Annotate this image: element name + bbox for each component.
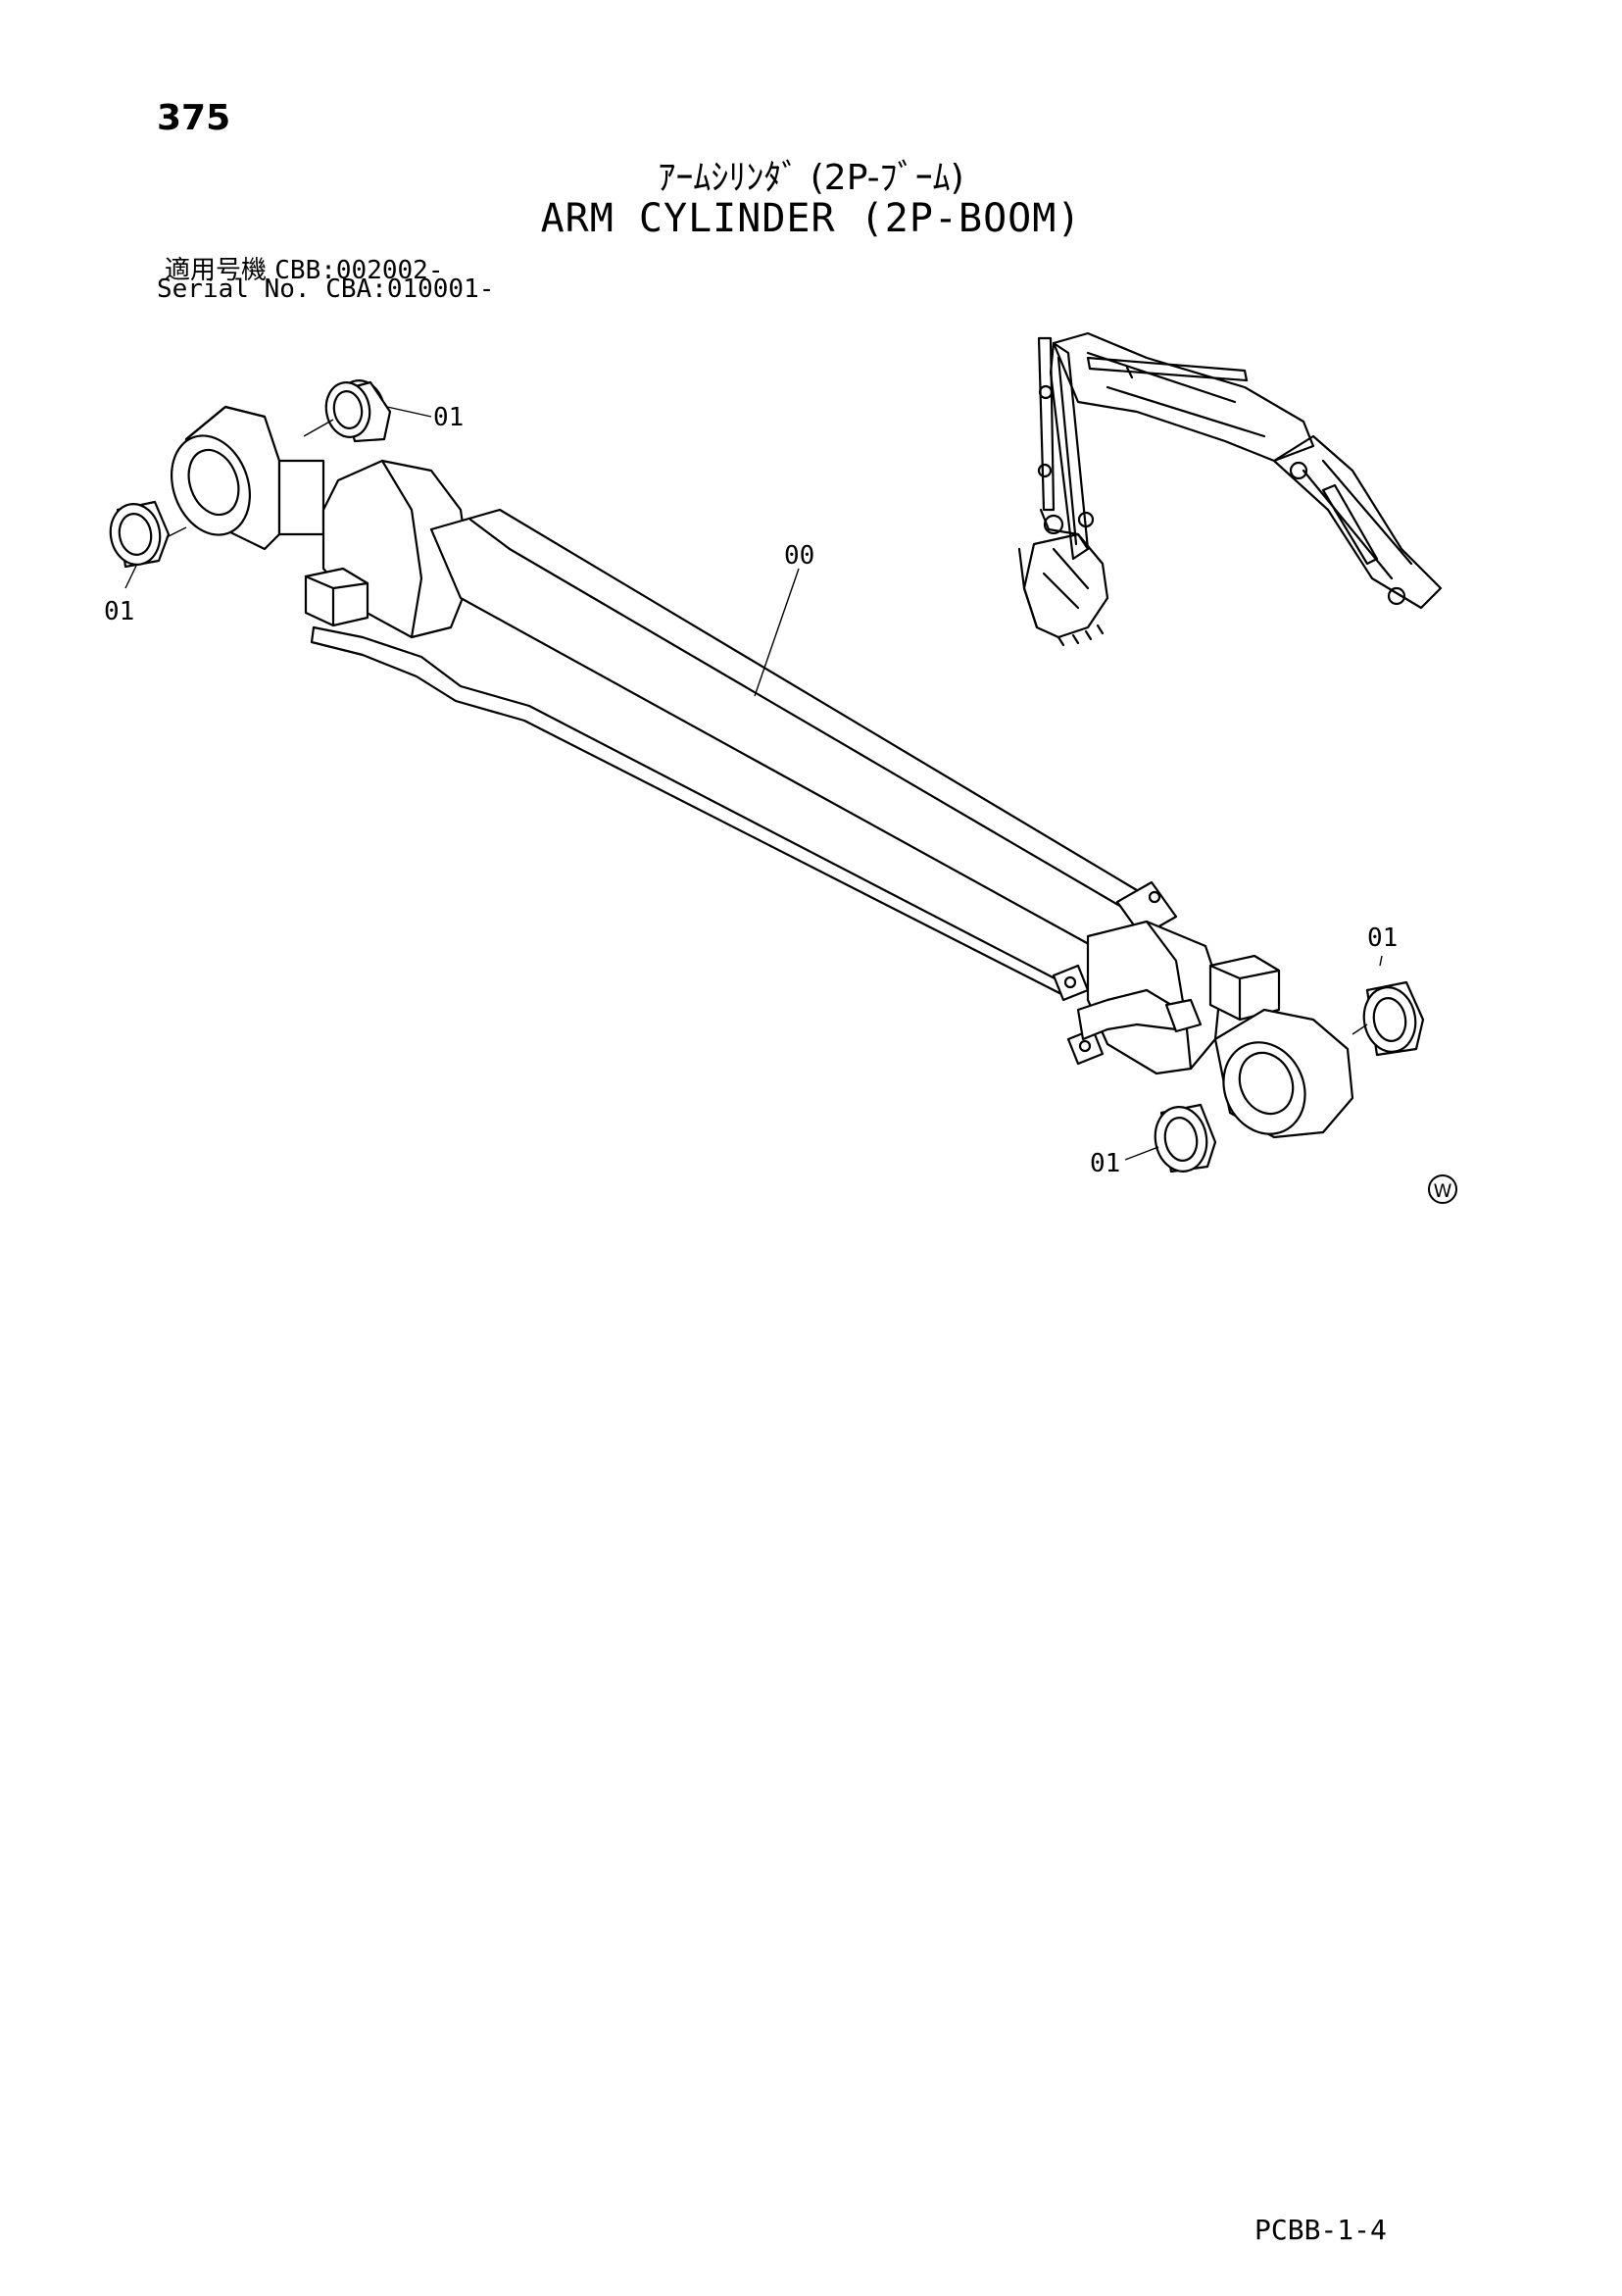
title-english: ARM CYLINDER (2P-BOOM) xyxy=(540,196,1082,241)
serial-number-row: Serial No. CBA:010001- xyxy=(157,275,494,304)
port-block-right xyxy=(1208,954,1281,1022)
title-japanese: ｱｰﾑｼﾘﾝﾀﾞ (2P-ﾌﾞｰﾑ) xyxy=(658,158,964,198)
callout-bushing-bottom: 01 xyxy=(1090,1149,1120,1178)
serial-jp-label: 適用号機 xyxy=(165,256,268,285)
leader-lines xyxy=(124,406,1383,1161)
callout-arm-cylinder: 00 xyxy=(784,541,814,571)
bushing-top-left xyxy=(324,379,392,443)
serial-en-label: Serial No. xyxy=(157,275,311,304)
bushing-bottom xyxy=(1154,1103,1217,1173)
document-code: PCBB-1-4 xyxy=(1254,2214,1387,2246)
serial-en-value: CBA:010001- xyxy=(325,275,495,304)
circled-w-mark: W xyxy=(1428,1174,1457,1204)
arm-cylinder-assembly xyxy=(171,405,1354,1139)
callout-bushing-top-left: 01 xyxy=(433,403,464,432)
page-number: 375 xyxy=(157,98,231,138)
excavator-reference-illustration xyxy=(1017,331,1443,647)
serial-applicable-row: 適用号機 CBB:002002- xyxy=(165,250,443,286)
watermark-letter: W xyxy=(1434,1180,1452,1202)
port-block-left xyxy=(304,567,369,627)
serial-jp-value: CBB:002002- xyxy=(274,256,444,285)
callout-bushing-left: 01 xyxy=(104,597,134,626)
bushing-left xyxy=(109,500,171,569)
callout-bushing-right: 01 xyxy=(1367,923,1398,953)
bushing-right xyxy=(1362,980,1425,1057)
